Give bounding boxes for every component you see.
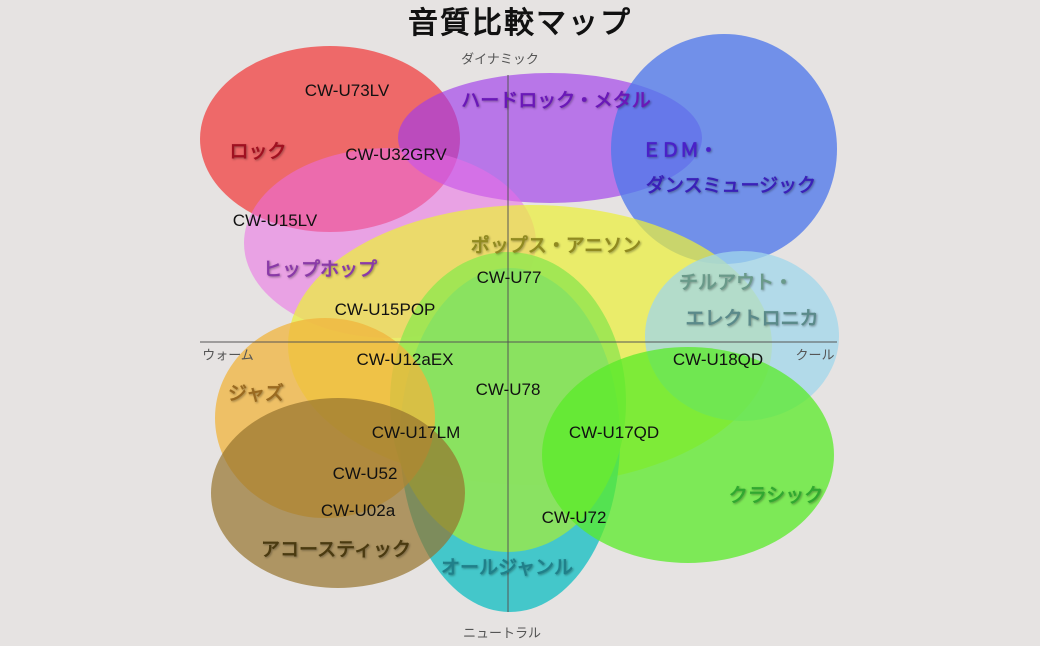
model-label: CW-U78: [475, 380, 541, 399]
model-label: CW-U72: [541, 508, 607, 527]
genre-label-classic: クラシック: [728, 484, 824, 507]
genre-label-hiphop: ヒップホップ: [262, 258, 378, 281]
model-label: CW-U73LV: [304, 81, 390, 100]
genre-label-pops: ポップス・アニソン: [470, 234, 642, 257]
page-title: 音質比較マップ: [408, 6, 632, 41]
model-label: CW-U17LM: [371, 423, 461, 442]
classic-region: [542, 347, 834, 563]
acoustic-region: [211, 398, 465, 588]
model-label: CW-U15LV: [232, 211, 318, 230]
genre-label-edm-2: ダンスミュージック: [645, 174, 817, 197]
genre-label-rock: ロック: [229, 140, 287, 163]
genre-label-jazz: ジャズ: [227, 382, 285, 405]
model-label: CW-U77: [476, 268, 542, 287]
model-label: CW-U18QD: [672, 350, 764, 369]
axis-label-top: ダイナミック: [461, 52, 539, 68]
model-label: CW-U32GRV: [345, 145, 447, 164]
genre-label-hardrock: ハードロック・メタル: [461, 89, 651, 112]
genre-label-edm-1: ＥＤＭ・: [641, 139, 719, 162]
axis-label-bottom: ニュートラル: [462, 626, 542, 642]
genre-label-chill-2: エレクトロニカ: [685, 307, 819, 330]
model-label: CW-U52: [332, 464, 398, 483]
model-label: CW-U12aEX: [356, 350, 454, 369]
model-label: CW-U17QD: [568, 423, 660, 442]
axis-label-left: ウォーム: [202, 348, 254, 364]
genre-label-acoustic: アコースティック: [261, 538, 411, 561]
model-label: CW-U15POP: [334, 300, 436, 319]
edm-region: [611, 34, 837, 264]
genre-label-chill-1: チルアウト・: [678, 271, 794, 294]
model-label: CW-U02a: [320, 501, 396, 520]
genre-label-allgenre: オールジャンル: [440, 556, 574, 579]
axis-label-right: クール: [795, 348, 835, 364]
